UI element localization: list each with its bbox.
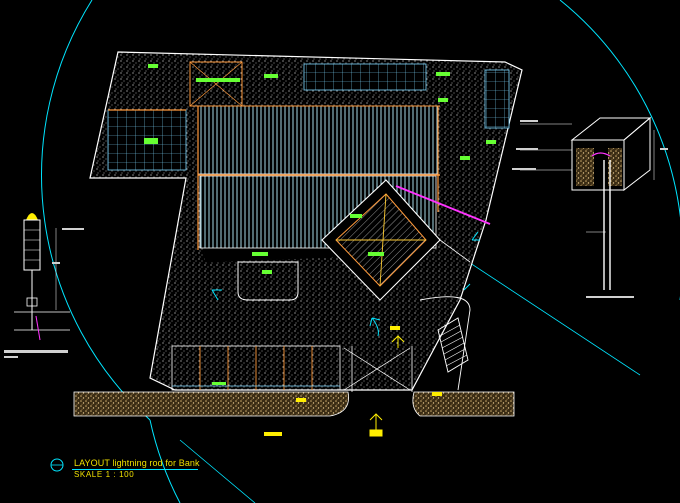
drawing-title-block: LAYOUT lightning rod for Bank SKALE 1 : …	[48, 456, 208, 492]
flow-arrow-icon	[211, 231, 480, 337]
protection-radius-arc	[41, 0, 680, 503]
entrance-arrow-icon	[369, 335, 405, 437]
lightning-rod-elevation-detail	[4, 213, 84, 358]
rotated-pavilion	[321, 179, 491, 301]
skylight-grid-right	[484, 69, 510, 129]
title-underline	[72, 469, 198, 470]
section-marker-icon	[50, 458, 64, 472]
skylight-grid-top	[303, 63, 427, 91]
drawing-title: LAYOUT lightning rod for Bank	[74, 458, 200, 468]
annotation-marks-yellow	[264, 326, 442, 436]
rod-base-section-detail	[512, 116, 668, 298]
entrance-bay	[237, 261, 299, 301]
stair-ramp	[419, 296, 471, 391]
drawing-scale: SKALE 1 : 100	[74, 470, 135, 479]
annotation-marks-green	[144, 64, 496, 385]
ground-strip	[73, 346, 515, 417]
parking-bays	[171, 345, 411, 391]
